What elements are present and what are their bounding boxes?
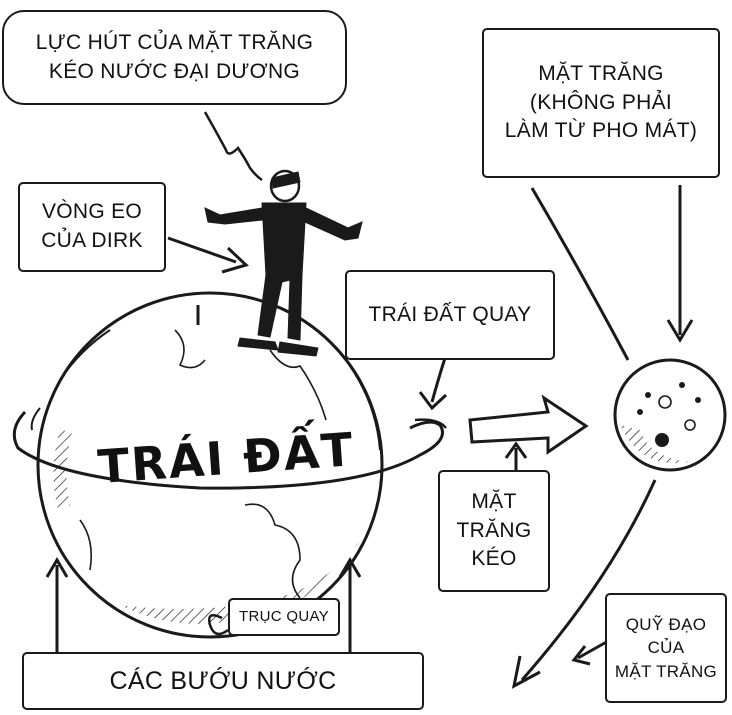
earth-spins-label: TRÁI ĐẤT QUAY [345, 270, 555, 360]
axis-arrow [208, 613, 229, 636]
dirk-waist-label: VÒNG EO CỦA DIRK [18, 182, 166, 272]
moon-orbit-label: QUỸ ĐẠO CỦA MẶT TRĂNG [605, 593, 727, 703]
speech-bubble-tail [203, 111, 263, 182]
axis-label: TRỤC QUAY [228, 598, 340, 636]
water-bulges-label: CÁC BƯỚU NƯỚC [22, 652, 424, 710]
water-bulge-ring [12, 410, 444, 490]
moon-note-label: MẶT TRĂNG (KHÔNG PHẢI LÀM TỪ PHO MÁT) [482, 28, 720, 178]
orbit-arrow [520, 479, 657, 681]
dirk-figure [204, 169, 363, 357]
speech-bubble-label: LỰC HÚT CỦA MẶT TRĂNG KÉO NƯỚC ĐẠI DƯƠNG [2, 10, 347, 105]
arrow-to-dirk-waist [167, 236, 237, 264]
moon-pull-label: MẶT TRĂNG KÉO [438, 470, 550, 592]
moon-note-pointer [530, 187, 630, 361]
arrow-earth-spins [430, 357, 447, 403]
moon-drawing [613, 358, 727, 472]
moon-pull-arrow [468, 394, 589, 455]
